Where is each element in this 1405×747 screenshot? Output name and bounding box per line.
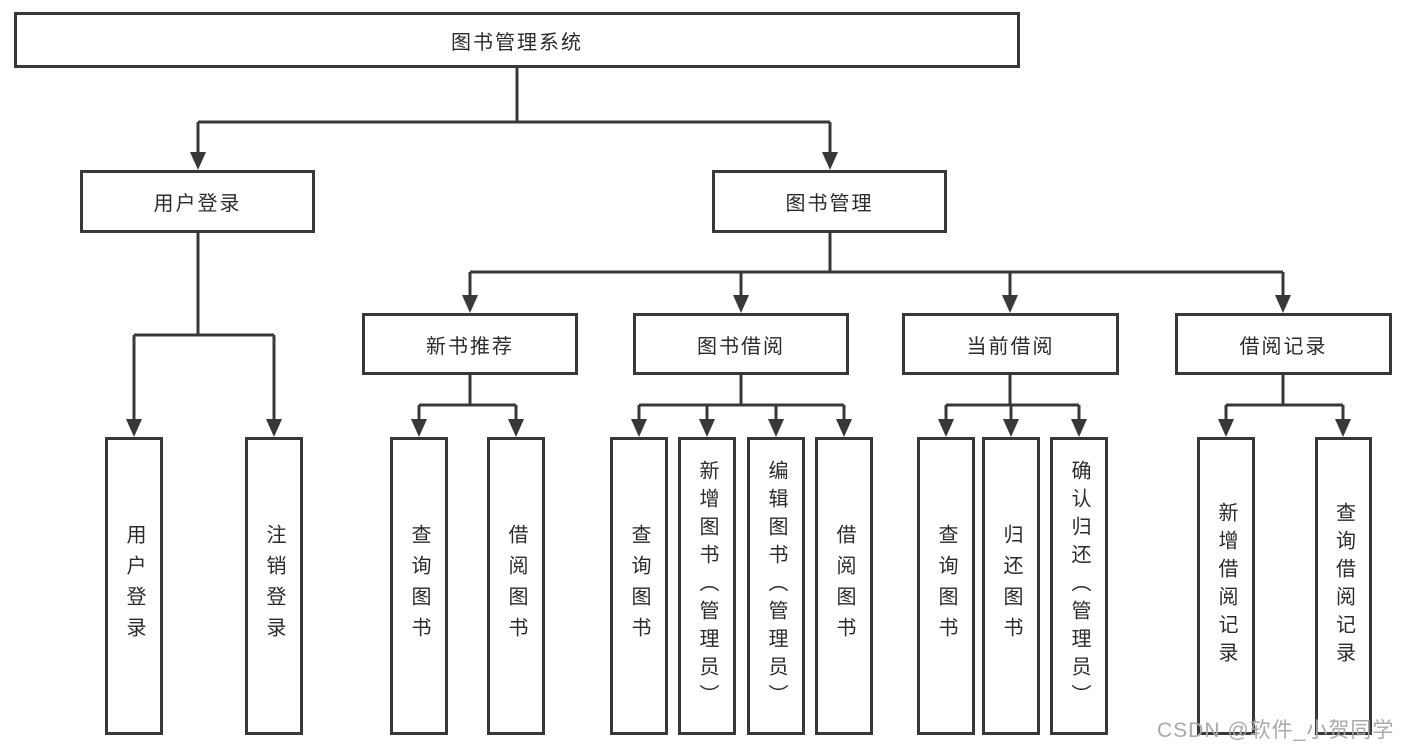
node-return-books: 归还图书 [982, 437, 1040, 735]
node-return-books-label: 归还图书 [1000, 524, 1022, 648]
node-edit-books-admin-label: 编辑图书（管理员） [765, 460, 787, 712]
node-query-borrow-record-label: 查询借阅记录 [1332, 502, 1355, 670]
watermark: CSDN @软件_小贺同学 [1157, 719, 1395, 742]
node-confirm-return-admin: 确认归还（管理员） [1050, 437, 1108, 735]
node-borrow-records: 借阅记录 [1175, 313, 1392, 375]
node-borrow-records-label: 借阅记录 [1239, 335, 1328, 358]
node-edit-books-admin: 编辑图书（管理员） [747, 437, 805, 735]
node-library-system-label: 图书管理系统 [451, 31, 583, 54]
node-add-books-admin: 新增图书（管理员） [678, 437, 736, 735]
node-query-books-recommend-label: 查询图书 [408, 524, 430, 648]
node-query-books-recommend: 查询图书 [390, 437, 448, 735]
node-book-borrowing: 图书借阅 [633, 313, 849, 375]
node-user-login-leaf: 用户登录 [105, 437, 163, 735]
node-query-borrow-record: 查询借阅记录 [1315, 437, 1372, 735]
node-add-borrow-record: 新增借阅记录 [1197, 437, 1255, 735]
node-borrow-books-borrowing: 借阅图书 [815, 437, 873, 735]
node-borrow-books-borrowing-label: 借阅图书 [833, 524, 855, 648]
node-library-system: 图书管理系统 [14, 12, 1020, 68]
node-confirm-return-admin-label: 确认归还（管理员） [1068, 460, 1090, 712]
node-logout: 注销登录 [245, 437, 303, 735]
node-book-borrowing-label: 图书借阅 [697, 335, 785, 358]
node-new-book-recommend-label: 新书推荐 [426, 335, 514, 358]
node-add-books-admin-label: 新增图书（管理员） [696, 460, 718, 712]
node-user-login: 用户登录 [80, 170, 315, 233]
node-user-login-label: 用户登录 [153, 193, 242, 215]
node-borrow-books-recommend: 借阅图书 [487, 437, 545, 735]
node-book-management-label: 图书管理 [785, 193, 874, 215]
node-query-books-borrowing-label: 查询图书 [628, 524, 650, 648]
node-query-books-current-label: 查询图书 [935, 524, 957, 648]
node-book-management: 图书管理 [712, 170, 947, 233]
node-query-books-current: 查询图书 [917, 437, 975, 735]
node-query-books-borrowing: 查询图书 [610, 437, 668, 735]
node-add-borrow-record-label: 新增借阅记录 [1215, 502, 1237, 670]
node-current-borrowing-label: 当前借阅 [966, 335, 1055, 358]
node-user-login-leaf-label: 用户登录 [123, 524, 145, 648]
node-logout-label: 注销登录 [263, 524, 285, 648]
node-new-book-recommend: 新书推荐 [362, 313, 578, 375]
node-borrow-books-recommend-label: 借阅图书 [505, 524, 527, 648]
node-current-borrowing: 当前借阅 [902, 313, 1119, 375]
